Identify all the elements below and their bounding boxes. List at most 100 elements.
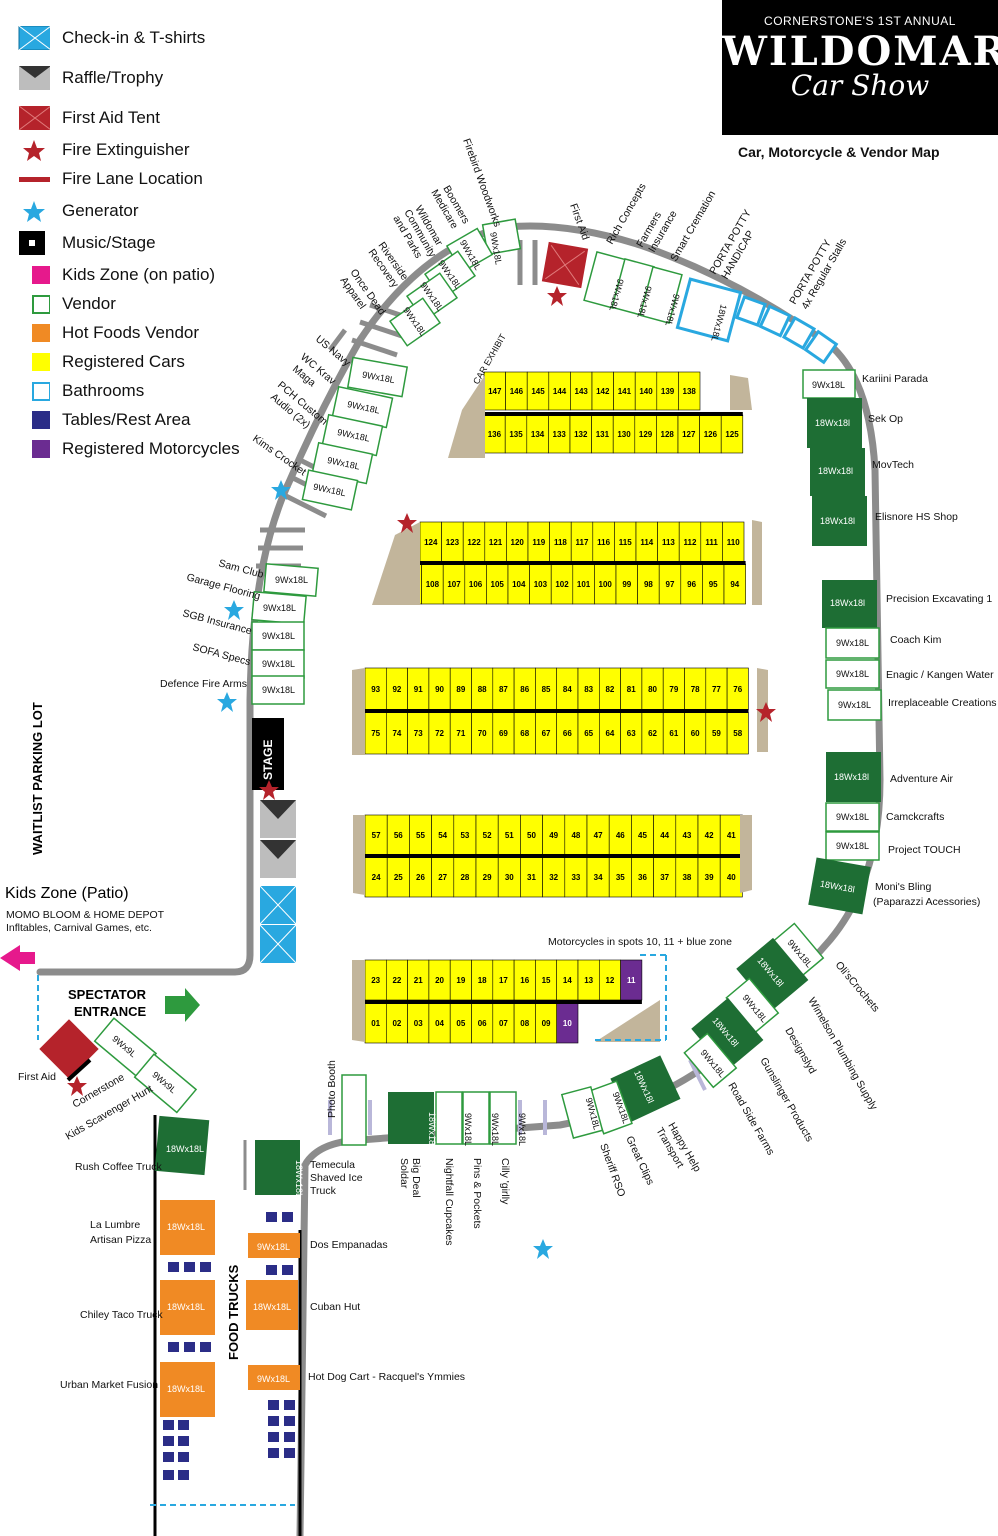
car-slot-number: 142 xyxy=(596,387,610,396)
booth xyxy=(610,1055,681,1123)
car-slot-number: 114 xyxy=(640,538,653,547)
legend-label: First Aid Tent xyxy=(62,108,160,127)
vendor-name: Sam Club xyxy=(217,557,265,581)
kids-zone-icon xyxy=(32,266,50,284)
food-truck xyxy=(246,1280,298,1330)
car-slot-number: 02 xyxy=(392,1019,401,1028)
car-slot-number: 100 xyxy=(599,580,613,589)
vendor-name: Big Deal xyxy=(410,1158,422,1198)
light-stripes xyxy=(328,1059,707,1135)
car-slot-number: 33 xyxy=(571,873,580,882)
booth-label: 18Wx18l xyxy=(815,418,850,428)
star-red-icon xyxy=(23,140,45,161)
vendor-name: La Lumbre xyxy=(90,1219,140,1231)
car-slot-number: 95 xyxy=(709,580,718,589)
bathroom-stall xyxy=(758,304,792,338)
car-slot-number: 11 xyxy=(627,976,636,985)
food-trucks-label: FOOD TRUCKS xyxy=(226,1264,241,1360)
vendor-name: Precision Excavating 1 xyxy=(886,593,992,605)
food-truck xyxy=(160,1280,215,1335)
legend-label: Check-in & T-shirts xyxy=(62,28,206,47)
car-slot-number: 83 xyxy=(584,685,593,694)
kids-zone-sub: MOMO BLOOM & HOME DEPOT xyxy=(6,909,165,921)
first-aid-icon xyxy=(39,1019,99,1079)
vendor-name: Defence Fire Arms xyxy=(160,678,247,690)
star-red-icon xyxy=(67,1076,87,1096)
booth xyxy=(827,689,882,721)
legend-label: Fire Lane Location xyxy=(62,169,203,188)
kids-zone-arrow xyxy=(0,945,35,971)
food-truck-labels: 18Wx18L 18Wx18L 18Wx18L 18Wx18L 18Wx18L … xyxy=(60,1144,465,1394)
car-slot-number: 40 xyxy=(727,873,736,882)
table xyxy=(178,1420,189,1430)
car-slot-number: 57 xyxy=(372,831,381,840)
map-title: Car, Motorcycle & Vendor Map xyxy=(738,144,940,160)
car-slot-number: 94 xyxy=(730,580,739,589)
booth-label: 9Wx18L xyxy=(517,1113,527,1146)
food-truck xyxy=(248,1233,300,1258)
table xyxy=(268,1448,279,1458)
table xyxy=(184,1262,195,1272)
car-slot-number: 130 xyxy=(617,430,631,439)
first-aid-icon xyxy=(18,106,50,130)
motorcycle-icon xyxy=(32,440,50,458)
car-slot-number: 01 xyxy=(371,1019,380,1028)
car-slot-number: 51 xyxy=(505,831,514,840)
table xyxy=(200,1262,211,1272)
table xyxy=(266,1212,277,1222)
car-slot-number: 78 xyxy=(691,685,700,694)
food-truck xyxy=(160,1362,215,1417)
car-slot-number: 55 xyxy=(416,831,425,840)
vendor-name: MovTech xyxy=(872,459,914,471)
car-slot-number: 14 xyxy=(563,976,572,985)
car-slot-number: 129 xyxy=(639,430,653,439)
car-slot-number: 03 xyxy=(414,1019,423,1028)
legend-vendor: Vendor xyxy=(18,292,278,318)
vendor-icon xyxy=(32,295,50,314)
car-slot-number: 127 xyxy=(682,430,696,439)
car-slot-number: 07 xyxy=(499,1019,508,1028)
table xyxy=(284,1400,295,1410)
booth-label: 9Wx18L xyxy=(836,638,869,648)
booth xyxy=(388,1092,434,1144)
stage-icon xyxy=(19,231,45,255)
booth xyxy=(489,1091,517,1145)
right-vendor-names: Kariini Parada Sek Op MovTech Elisnore H… xyxy=(862,373,997,908)
booth xyxy=(691,997,764,1071)
car-slot-number: 05 xyxy=(456,1019,465,1028)
legend-label: Registered Cars xyxy=(62,352,185,371)
car-slot-number: 82 xyxy=(605,685,614,694)
title-subtitle: CORNERSTONE'S 1ST ANNUAL xyxy=(764,14,956,28)
right-booth-labels: 9Wx18L 18Wx18l 18Wx18l 18Wx18l 18Wx18l 9… xyxy=(812,380,871,895)
car-slot-number: 120 xyxy=(511,538,525,547)
star-blue-icon xyxy=(217,692,237,712)
car-slot-number: 98 xyxy=(644,580,653,589)
booth xyxy=(263,562,319,598)
row-divider xyxy=(365,1000,642,1004)
car-slot-number: 29 xyxy=(483,873,492,882)
vendor-name: Smart Cremation xyxy=(668,189,718,264)
car-slot-number: 105 xyxy=(491,580,505,589)
car-slot-number: 143 xyxy=(575,387,589,396)
row-divider xyxy=(462,412,743,416)
car-slot-number: 119 xyxy=(532,538,545,547)
booth xyxy=(133,1053,198,1114)
car-slot-number: 136 xyxy=(488,430,502,439)
table xyxy=(268,1432,279,1442)
car-slot-number: 126 xyxy=(704,430,718,439)
booth xyxy=(388,297,442,347)
car-slot-number: 139 xyxy=(661,387,675,396)
car-slot-number: 66 xyxy=(563,729,572,738)
vendor-name: Elisnore HS Shop xyxy=(875,511,958,523)
car-slot-number: 58 xyxy=(733,729,742,738)
spectator-label: SPECTATOR xyxy=(68,987,147,1002)
vendor-name: Sek Op xyxy=(868,413,903,425)
booth xyxy=(822,580,877,628)
star-blue-icon xyxy=(533,1239,553,1259)
fire-extinguishers xyxy=(67,286,776,1096)
left-vendor-names: Firebird Woodworks Boomers Medicare Wild… xyxy=(160,137,503,690)
waitlist-label: WAITLIST PARKING LOT xyxy=(30,702,45,855)
car-slot-number: 44 xyxy=(660,831,669,840)
star-red-icon xyxy=(756,702,776,722)
car-slot-number: 21 xyxy=(414,976,423,985)
